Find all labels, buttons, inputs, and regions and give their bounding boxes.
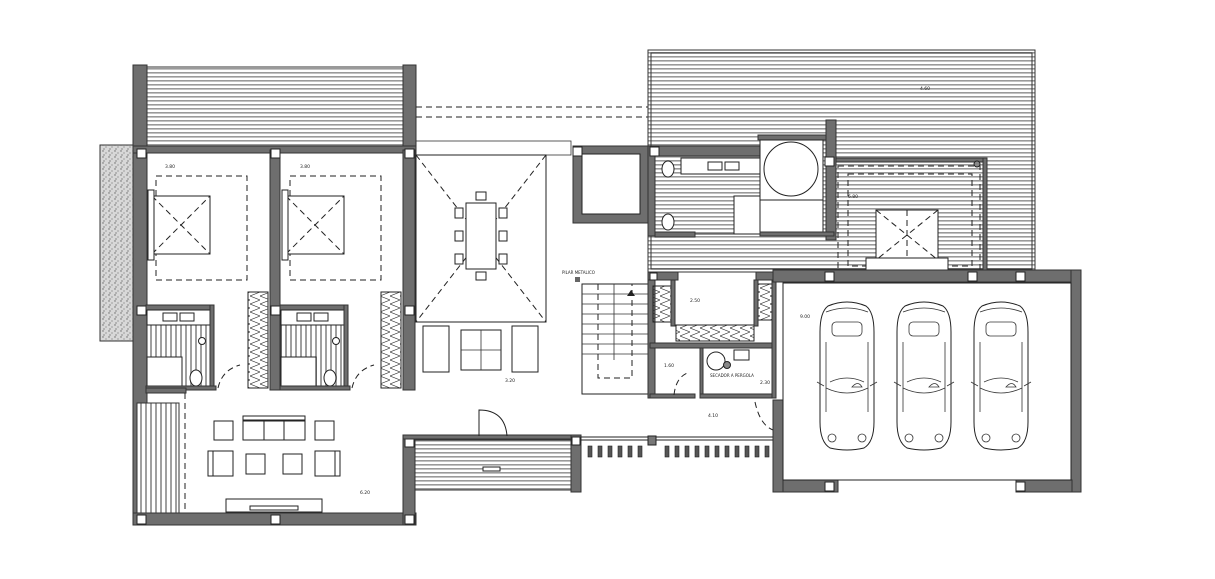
left-wing: 3.80 3.80	[99, 64, 417, 526]
dryer-label: SECADOR A PERGOLA	[710, 373, 754, 378]
pergola-post	[734, 445, 740, 458]
level-label: 4.60	[920, 86, 930, 92]
level-label: 4.10	[708, 413, 718, 419]
level-label: 2.30	[760, 380, 770, 386]
bathroom-1	[145, 304, 217, 391]
car	[893, 301, 955, 451]
pergola-posts	[587, 445, 770, 458]
car	[816, 301, 878, 451]
garage: 9.00	[772, 269, 1082, 493]
level-label: 3.80	[300, 164, 310, 170]
master-bathroom	[647, 119, 837, 241]
level-label: 2.50	[690, 298, 700, 304]
level-label: 6.20	[360, 490, 370, 496]
bedroom-2: 3.80	[281, 164, 382, 281]
wardrobe	[675, 324, 755, 342]
pergola	[581, 435, 773, 446]
pergola-post	[684, 445, 690, 458]
bottom-terrace	[402, 409, 582, 493]
pergola-post	[764, 445, 770, 458]
wardrobe	[380, 291, 402, 389]
wardrobe	[247, 291, 269, 389]
core: PILAR METALICO SECADOR A PERGOLA 2.50 1.…	[562, 145, 777, 431]
pergola-post	[694, 445, 700, 458]
side-deck	[136, 402, 180, 514]
staircase[interactable]	[581, 283, 650, 395]
pergola-post	[617, 445, 623, 458]
bedroom-1: 3.80	[147, 164, 248, 281]
pergola-post	[627, 445, 633, 458]
pergola-post	[754, 445, 760, 458]
gravel-strip	[99, 144, 135, 342]
pergola-post	[674, 445, 680, 458]
pergola-post	[607, 445, 613, 458]
pergola-post	[724, 445, 730, 458]
metal-pillar-label: PILAR METALICO	[562, 270, 595, 275]
pergola-post	[587, 445, 593, 458]
bathroom-2	[279, 304, 351, 391]
pergola-post	[744, 445, 750, 458]
car	[970, 301, 1032, 451]
level-label: 3.80	[165, 164, 175, 170]
pergola-post	[664, 445, 670, 458]
top-terrace-left	[145, 66, 405, 149]
pergola-post	[704, 445, 710, 458]
wardrobe	[652, 285, 672, 323]
level-label: 9.00	[800, 314, 810, 320]
living-furniture	[207, 415, 341, 513]
pergola-post	[597, 445, 603, 458]
level-label: 6.80	[848, 194, 858, 200]
level-label: 1.60	[664, 363, 674, 369]
master-bedroom: 6.80	[835, 157, 988, 273]
dining-area: 3.20	[415, 154, 547, 384]
pergola-post	[637, 445, 643, 458]
pergola-post	[714, 445, 720, 458]
level-label: 3.20	[505, 378, 515, 384]
